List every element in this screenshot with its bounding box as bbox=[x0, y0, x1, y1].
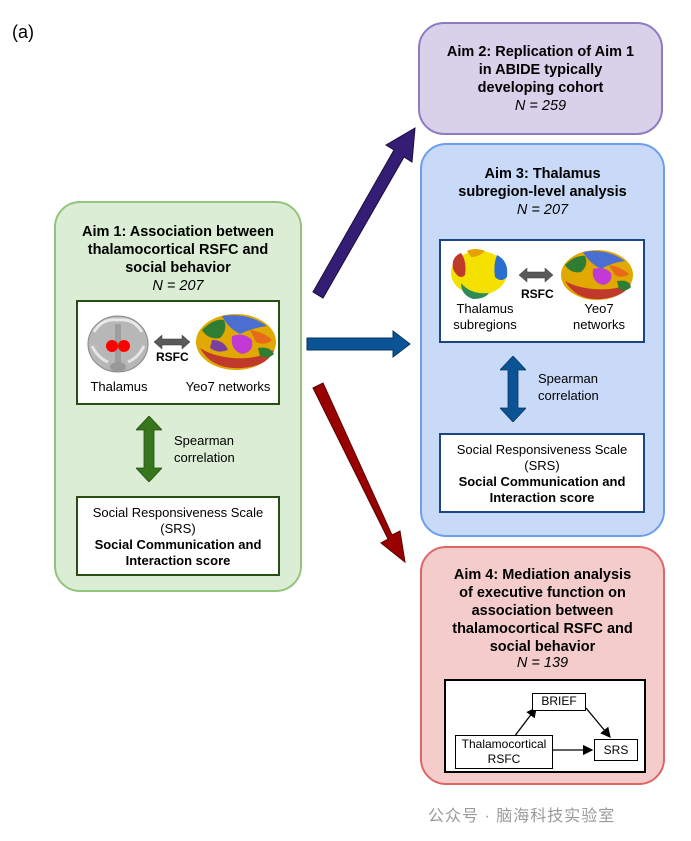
aim2-title: Aim 2: Replication of Aim 1 in ABIDE typ… bbox=[446, 44, 635, 96]
aim1-n: N = 207 bbox=[152, 278, 204, 294]
yeo7-brain-icon bbox=[561, 250, 633, 300]
aim4-mediation-arrows bbox=[513, 706, 611, 756]
aim3-double-arrow bbox=[518, 267, 554, 283]
arrow-thal-to-brief bbox=[513, 706, 537, 738]
aim1-yeo7-label: Yeo7 networks bbox=[185, 379, 271, 394]
aim1-thalamus-label: Thalamus bbox=[90, 379, 148, 394]
aim1-correlation-label: Spearman correlation bbox=[174, 433, 235, 465]
arrow-to-aim2 bbox=[312, 127, 416, 299]
aim3-srs-text: Social Responsiveness Scale (SRS) Social… bbox=[456, 442, 628, 505]
aim1-correlation-arrow bbox=[136, 416, 162, 482]
aim1-title: Aim 1: Association between thalamocortic… bbox=[81, 224, 275, 276]
arrow-to-aim4 bbox=[312, 382, 406, 564]
aim1-box: Aim 1: Association between thalamocortic… bbox=[54, 201, 302, 592]
aim3-n: N = 207 bbox=[516, 202, 569, 218]
panel-label: (a) bbox=[12, 22, 34, 42]
yeo7-brain-icon bbox=[196, 314, 276, 370]
aim1-srs-text: Social Responsiveness Scale (SRS) Social… bbox=[92, 505, 264, 568]
aim4-title: Aim 4: Mediation analysis of executive f… bbox=[452, 567, 633, 655]
aim1-double-arrow bbox=[153, 334, 191, 350]
arrow-to-aim3 bbox=[306, 329, 411, 359]
node-srs: SRS bbox=[594, 739, 638, 761]
node-brief: BRIEF bbox=[532, 693, 586, 711]
aim3-brain-figure bbox=[451, 249, 633, 300]
aim1-rsfc-label: RSFC bbox=[156, 350, 189, 364]
aim1-brain-figure bbox=[87, 314, 276, 373]
aim3-rsfc-box: RSFC Thalamus subregions Yeo7 networks bbox=[439, 239, 645, 343]
aim3-correlation-arrow bbox=[500, 356, 526, 422]
node-thalamocortical-rsfc: Thalamocortical RSFC bbox=[455, 735, 553, 769]
aim1-srs-box: Social Responsiveness Scale (SRS) Social… bbox=[76, 496, 280, 576]
aim1-rsfc-box: RSFC Thalamus Yeo7 networks bbox=[76, 300, 280, 405]
thalamus-coronal-icon bbox=[87, 315, 149, 373]
arrow-brief-to-srs bbox=[585, 707, 611, 739]
aim4-box: Aim 4: Mediation analysis of executive f… bbox=[420, 546, 665, 785]
aim4-mediation-box: BRIEF Thalamocortical RSFC SRS bbox=[444, 679, 646, 773]
aim3-yeo7-label: Yeo7 networks bbox=[572, 301, 626, 332]
thalamus-subregions-icon bbox=[451, 249, 508, 299]
aim3-rsfc-label: RSFC bbox=[521, 287, 554, 301]
watermark: 公众号 · 脑海科技实验室 bbox=[428, 808, 616, 825]
aim3-srs-box: Social Responsiveness Scale (SRS) Social… bbox=[439, 433, 645, 513]
aim3-box: Aim 3: Thalamus subregion-level analysis… bbox=[420, 143, 665, 537]
aim4-n: N = 139 bbox=[516, 655, 569, 671]
aim3-title: Aim 3: Thalamus subregion-level analysis bbox=[458, 166, 627, 200]
aim2-box: Aim 2: Replication of Aim 1 in ABIDE typ… bbox=[418, 22, 663, 135]
aim3-correlation-label: Spearman correlation bbox=[538, 371, 599, 403]
aim2-n: N = 259 bbox=[514, 98, 567, 114]
aim3-thalamus-subregions-label: Thalamus subregions bbox=[453, 301, 517, 332]
